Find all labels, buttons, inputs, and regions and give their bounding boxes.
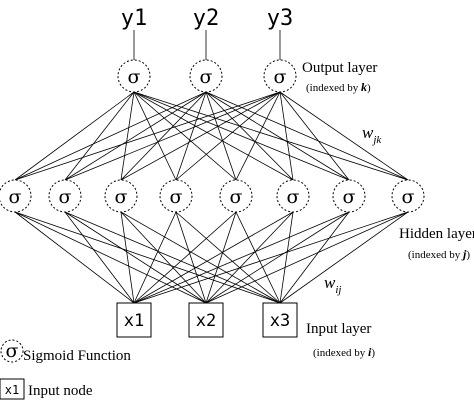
hidden-node-6 [276, 179, 310, 213]
edge-hidden-6-output-3 [279, 91, 294, 181]
edge-hidden-3-output-2 [120, 91, 207, 181]
weight-ij-label: wij [324, 273, 341, 296]
hidden-node-8 [391, 179, 425, 213]
edge-hidden-5-output-2 [205, 91, 237, 181]
output-layer-index: (indexed by k) [306, 80, 371, 94]
hidden-node-symbol: σ [402, 186, 415, 208]
edge-hidden-5-output-3 [235, 91, 281, 181]
hidden-node-symbol: σ [287, 186, 300, 208]
input-layer-label: Input layer [306, 321, 371, 337]
edge-input-2-hidden-2 [64, 211, 207, 304]
edge-input-1-hidden-2 [64, 211, 135, 304]
edge-input-2-hidden-3 [120, 211, 207, 304]
edge-input-2-hidden-4 [175, 211, 207, 304]
legend-input-symbol: x1 [5, 383, 19, 397]
output-label-y3: y3 [267, 6, 294, 31]
edge-input-2-hidden-5 [205, 211, 237, 304]
weight-jk-label: wjk [362, 123, 382, 146]
legend-sigmoid-symbol: σ [6, 340, 19, 362]
edge-hidden-4-output-1 [133, 91, 177, 181]
hidden-node-symbol: σ [230, 186, 243, 208]
output-node-symbol: σ [274, 66, 287, 88]
edge-hidden-7-output-1 [133, 91, 350, 181]
edge-hidden-6-output-2 [205, 91, 294, 181]
legend-input-box [0, 378, 25, 400]
hidden-node-symbol: σ [170, 186, 183, 208]
edge-input-1-hidden-3 [120, 211, 135, 304]
edge-input-1-hidden-5 [133, 211, 237, 304]
hidden-node-symbol: σ [59, 186, 72, 208]
edge-input-3-hidden-7 [279, 211, 350, 304]
connection-lines [14, 30, 409, 304]
hidden-node-symbol: σ [9, 186, 22, 208]
hidden-layer-index: (indexed by j) [408, 247, 470, 261]
edge-hidden-3-output-1 [120, 91, 135, 181]
input-label-x2: x2 [196, 311, 216, 331]
edge-hidden-2-output-3 [64, 91, 281, 181]
hidden-node-2 [48, 179, 82, 213]
input-label-x3: x3 [270, 311, 290, 331]
hidden-node-4 [159, 179, 193, 213]
edge-hidden-4-output-3 [175, 91, 281, 181]
edge-hidden-8-output-1 [133, 91, 409, 181]
hidden-node-symbol: σ [115, 186, 128, 208]
edge-input-3-hidden-4 [175, 211, 281, 304]
edge-input-1-hidden-7 [133, 211, 350, 304]
legend-sigmoid-node [0, 339, 24, 363]
edge-input-3-hidden-1 [14, 211, 281, 304]
hidden-node-1 [0, 179, 32, 213]
input-layer-index: (indexed by i) [313, 345, 375, 359]
edge-input-1-hidden-1 [14, 211, 135, 304]
output-node-symbol: σ [128, 66, 141, 88]
edge-hidden-2-output-2 [64, 91, 207, 181]
output-layer-label: Output layer [302, 60, 377, 76]
edge-hidden-8-output-2 [205, 91, 409, 181]
edge-input-2-hidden-8 [205, 211, 409, 304]
edge-hidden-3-output-3 [120, 91, 281, 181]
edge-hidden-2-output-1 [64, 91, 135, 181]
output-node-3 [263, 59, 297, 93]
output-node-1 [117, 59, 151, 93]
edge-input-3-hidden-8 [279, 211, 409, 304]
legend-sigmoid-text: Sigmoid Function [23, 348, 131, 364]
edge-input-3-hidden-5 [235, 211, 281, 304]
edge-hidden-6-output-1 [133, 91, 294, 181]
edge-input-3-hidden-3 [120, 211, 281, 304]
edge-input-1-hidden-8 [133, 211, 409, 304]
edge-input-1-hidden-4 [133, 211, 177, 304]
edge-input-2-hidden-6 [205, 211, 294, 304]
input-node-2 [188, 302, 224, 338]
hidden-layer-label: Hidden layer [399, 226, 474, 242]
edge-input-2-hidden-7 [205, 211, 350, 304]
output-node-symbol: σ [200, 66, 213, 88]
hidden-node-3 [104, 179, 138, 213]
hidden-node-symbol: σ [343, 186, 356, 208]
edge-input-3-hidden-2 [64, 211, 281, 304]
edge-hidden-1-output-1 [14, 91, 135, 181]
edge-input-3-hidden-6 [279, 211, 294, 304]
edge-hidden-7-output-2 [205, 91, 350, 181]
output-node-2 [189, 59, 223, 93]
output-label-y2: y2 [193, 6, 220, 31]
input-label-x1: x1 [124, 311, 144, 331]
edge-input-2-hidden-1 [14, 211, 207, 304]
edge-hidden-1-output-2 [14, 91, 207, 181]
edge-hidden-4-output-2 [175, 91, 207, 181]
edge-input-1-hidden-6 [133, 211, 294, 304]
edge-hidden-8-output-3 [279, 91, 409, 181]
output-label-y1: y1 [121, 6, 148, 31]
edge-hidden-7-output-3 [279, 91, 350, 181]
legend-input-text: Input node [28, 383, 93, 399]
network-nodes: y1 y2 y3 σ σ σ σ σ σ σ σ σ σ σ x1 x2 x3 [0, 6, 425, 338]
edge-hidden-1-output-3 [14, 91, 281, 181]
input-node-1 [116, 302, 152, 338]
input-node-3 [262, 302, 298, 338]
edge-hidden-5-output-1 [133, 91, 237, 181]
hidden-node-5 [219, 179, 253, 213]
hidden-node-7 [332, 179, 366, 213]
